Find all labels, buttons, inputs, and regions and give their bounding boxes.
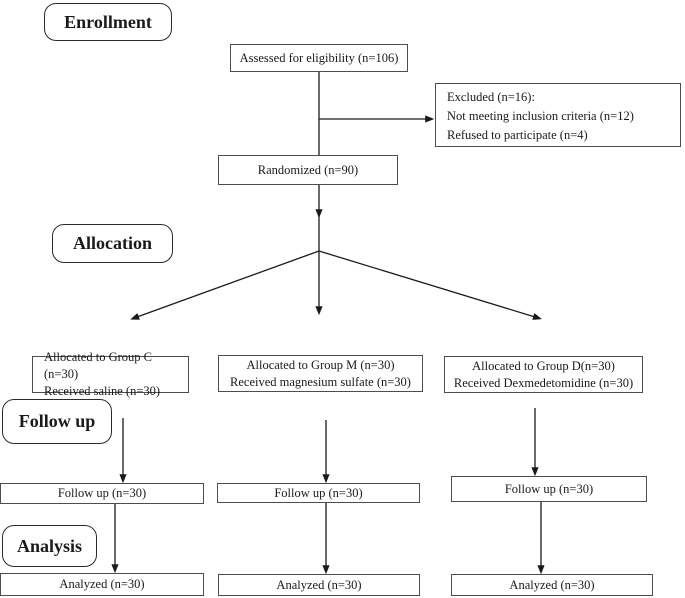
group-m-node: Allocated to Group M (n=30) Received mag… (218, 355, 423, 392)
group-c-line-2: Received saline (n=30) (44, 383, 161, 398)
randomized-node: Randomized (n=90) (218, 155, 398, 185)
stage-label-allocation: Allocation (52, 224, 173, 263)
analyzed-d-node: Analyzed (n=30) (451, 574, 653, 596)
group-c-line-1: Allocated to Group C (n=30) (44, 350, 152, 382)
group-d-node: Allocated to Group D(n=30) Received Dexm… (444, 356, 643, 393)
excluded-line-2: Not meeting inclusion criteria (n=12) (447, 109, 634, 123)
group-m-line-1: Allocated to Group M (n=30) (246, 357, 395, 372)
group-d-line-1: Allocated to Group D(n=30) (472, 358, 615, 373)
excluded-line-1: Excluded (n=16): (447, 90, 535, 104)
analyzed-m-node: Analyzed (n=30) (218, 574, 420, 596)
follow-up-m-node: Follow up (n=30) (217, 483, 420, 503)
analyzed-c-node: Analyzed (n=30) (0, 573, 204, 596)
group-c-node: Allocated to Group C (n=30) Received sal… (32, 350, 189, 398)
stage-label-analysis: Analysis (2, 525, 97, 567)
group-d-line-2: Received Dexmedetomidine (n=30) (453, 375, 634, 390)
arrow-branch-right (318, 250, 542, 320)
stage-label-follow-up: Follow up (2, 399, 112, 444)
assessed-node: Assessed for eligibility (n=106) (230, 44, 408, 72)
arrow-branch-left (130, 250, 320, 320)
stage-label-enrollment: Enrollment (44, 3, 172, 41)
group-m-line-2: Received magnesium sulfate (n=30) (230, 374, 411, 389)
follow-up-d-node: Follow up (n=30) (451, 476, 647, 502)
follow-up-c-node: Follow up (n=30) (0, 483, 204, 504)
excluded-node: Excluded (n=16): Not meeting inclusion c… (435, 83, 681, 147)
excluded-line-3: Refused to participate (n=4) (447, 128, 588, 142)
